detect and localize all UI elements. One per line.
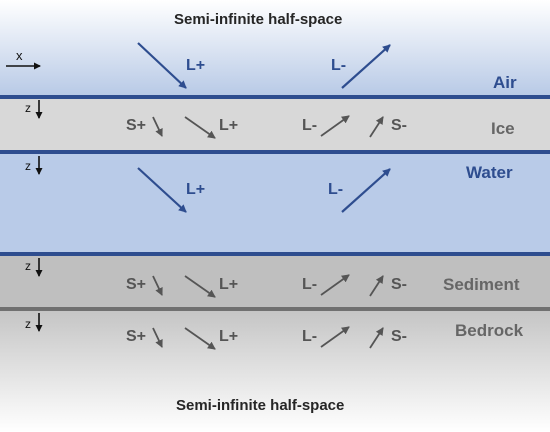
water-wave-l-minus: L- <box>328 181 344 198</box>
water-sediment-interface <box>0 252 550 256</box>
bedrock-l-minus-arrow <box>320 326 350 348</box>
ice-wave-l-minus: L- <box>302 117 318 134</box>
ice-l-minus-arrow <box>320 115 350 137</box>
bedrock-s-plus-arrow <box>152 327 163 348</box>
bedrock-l-plus-arrow <box>184 327 216 350</box>
bedrock-wave-s-plus: S+ <box>126 328 147 345</box>
sediment-wave-s-plus: S+ <box>126 276 147 293</box>
layer-name-sediment: Sediment <box>443 275 520 294</box>
bedrock-wave-s-minus: S- <box>391 328 407 345</box>
water-wave-l-plus: L+ <box>186 181 206 198</box>
bedrock-wave-l-plus: L+ <box>219 328 239 345</box>
ice-wave-l-plus: L+ <box>219 117 239 134</box>
sediment-s-plus-arrow <box>152 275 163 296</box>
z-axis-label-water: z <box>25 159 31 173</box>
air-l-plus-arrow <box>137 42 187 89</box>
bedrock-wave-l-minus: L- <box>302 328 318 345</box>
sediment-wave-l-plus: L+ <box>219 276 239 293</box>
bedrock-s-minus-arrow <box>369 327 384 349</box>
z-axis-label-ice: z <box>25 101 31 115</box>
sediment-l-minus-arrow <box>320 274 350 296</box>
layer-name-air: Air <box>493 73 517 92</box>
air-l-minus-arrow <box>341 44 391 89</box>
sediment-wave-l-minus: L- <box>302 276 318 293</box>
ice-l-plus-arrow <box>184 116 216 139</box>
sediment-l-plus-arrow <box>184 275 216 298</box>
sediment-s-minus-arrow <box>369 275 384 297</box>
ice-wave-s-minus: S- <box>391 117 407 134</box>
ice-s-plus-arrow <box>152 116 163 137</box>
sediment-layer <box>0 254 550 309</box>
sediment-wave-s-minus: S- <box>391 276 407 293</box>
layer-name-bedrock: Bedrock <box>455 321 524 340</box>
z-axis-label-sediment: z <box>25 259 31 273</box>
air-wave-l-minus: L- <box>331 57 347 74</box>
ice-water-interface <box>0 150 550 154</box>
water-l-plus-arrow <box>137 167 187 213</box>
water-l-minus-arrow <box>341 168 391 213</box>
top-half-space-label: Semi-infinite half-space <box>174 11 343 28</box>
layer-name-water: Water <box>466 163 513 182</box>
bottom-half-space-label: Semi-infinite half-space <box>176 397 345 414</box>
ice-s-minus-arrow <box>369 116 384 138</box>
z-axis-label-bedrock: z <box>25 317 31 331</box>
x-axis-label: x <box>16 48 23 63</box>
sediment-bedrock-interface <box>0 307 550 311</box>
water-layer <box>0 152 550 254</box>
layer-name-ice: Ice <box>491 119 515 138</box>
air-wave-l-plus: L+ <box>186 57 206 74</box>
bedrock-layer <box>0 309 550 432</box>
air-ice-interface <box>0 95 550 99</box>
air-layer <box>0 0 550 97</box>
ice-layer <box>0 97 550 152</box>
ice-wave-s-plus: S+ <box>126 117 147 134</box>
